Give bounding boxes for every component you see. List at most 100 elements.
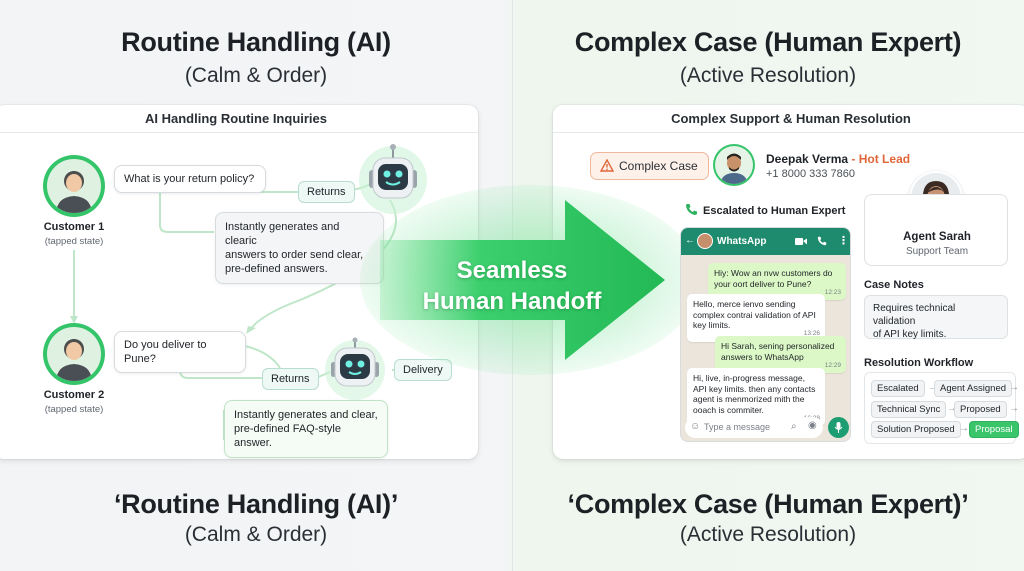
right-subtitle: (Active Resolution) bbox=[679, 64, 857, 87]
phone-icon bbox=[686, 204, 697, 215]
customer1-avatar[interactable] bbox=[43, 155, 105, 217]
more-icon[interactable]: ⋮ bbox=[838, 235, 849, 247]
message-line: your oort deliver to Pune? bbox=[714, 278, 812, 289]
right-bottom-title: ‘Complex Case (Human Expert)’ bbox=[567, 489, 969, 519]
delivery-tag: Delivery bbox=[394, 359, 452, 381]
workflow-step-proposal[interactable]: Proposal bbox=[969, 421, 1019, 438]
whatsapp-message: Hi Sarah, sening personalized answers to… bbox=[715, 336, 846, 373]
message-line: ooach is commiter. bbox=[693, 404, 764, 415]
complex-case-chip[interactable]: Complex Case bbox=[590, 152, 709, 180]
message-line: Hello, merce ienvo sending bbox=[693, 299, 796, 309]
person-icon bbox=[56, 339, 92, 381]
question1-answer-line bbox=[159, 193, 214, 233]
lead-phone: +1 8000 333 7860 bbox=[766, 168, 856, 180]
left-title: Routine Handling (AI) bbox=[121, 27, 391, 57]
workflow-box: Escalated → Agent Assigned → Technical S… bbox=[864, 372, 1019, 444]
workflow-step-escalated[interactable]: Escalated bbox=[871, 380, 925, 397]
whatsapp-window: ← WhatsApp ⋮ Hiy: Wow an nvw customers d… bbox=[680, 227, 851, 442]
camera-icon[interactable]: ◉ bbox=[808, 420, 817, 431]
case-notes-box: Requires technical validation of API key… bbox=[864, 295, 1008, 340]
answer1-line: Instantly generates and clearic bbox=[225, 221, 340, 247]
customer2-avatar[interactable] bbox=[43, 323, 105, 385]
emoji-icon[interactable]: ☺ bbox=[690, 421, 701, 432]
left-bottom-title: ‘Routine Handling (AI)’ bbox=[113, 489, 399, 519]
workflow-step-technical-sync[interactable]: Technical Sync bbox=[871, 401, 947, 418]
message-line: complex contrai validation of API bbox=[693, 309, 816, 320]
customer1-state: (tapped state) bbox=[44, 236, 104, 247]
step-arrow-icon: → bbox=[947, 403, 957, 414]
video-call-icon[interactable] bbox=[795, 237, 807, 246]
message-placeholder: Type a message bbox=[704, 422, 771, 432]
ai-bot-2 bbox=[322, 336, 388, 400]
handoff-line1: Seamless bbox=[456, 257, 568, 284]
person-icon bbox=[56, 171, 92, 213]
whatsapp-message: Hi, live, in-progress message, API key l… bbox=[687, 368, 825, 426]
mic-icon bbox=[834, 422, 843, 433]
lead-avatar[interactable] bbox=[713, 144, 755, 186]
whatsapp-title: WhatsApp bbox=[717, 236, 767, 247]
message-line: Hiy: Wow an nvw customers do bbox=[714, 268, 833, 278]
answer2-line: pre-defined FAQ-style answer. bbox=[234, 423, 341, 449]
complex-case-label: Complex Case bbox=[619, 159, 698, 173]
lead-name-text: Deepak Verma bbox=[766, 152, 849, 166]
step-arrow-icon: → bbox=[1009, 382, 1019, 393]
lead-separator: - bbox=[848, 152, 859, 166]
robot-icon bbox=[325, 337, 385, 400]
message-line: Hi Sarah, sening personalized bbox=[721, 341, 835, 351]
question1-bubble: What is your return policy? bbox=[114, 165, 266, 193]
agent-card[interactable]: Agent Sarah Support Team bbox=[864, 194, 1008, 266]
answer2-line: Instantly generates and clear, bbox=[234, 409, 378, 421]
answer1-line: pre-defined answers. bbox=[225, 263, 328, 275]
warning-icon bbox=[600, 159, 614, 172]
message-input[interactable]: ☺ Type a message ⌕ ◉ bbox=[685, 417, 823, 438]
hot-lead-badge: Hot Lead bbox=[858, 152, 911, 166]
case-note-line: Requires technical validation bbox=[873, 303, 956, 327]
person-icon bbox=[715, 146, 753, 184]
answer2-box: Instantly generates and clear, pre-defin… bbox=[224, 400, 388, 458]
whatsapp-message: Hiy: Wow an nvw customers do your oort d… bbox=[708, 263, 846, 300]
escalated-text: Escalated to Human Expert bbox=[703, 205, 846, 217]
step-arrow-icon: → bbox=[1009, 403, 1019, 414]
step-arrow-icon: → bbox=[959, 423, 969, 434]
escalated-label: Escalated to Human Expert bbox=[685, 203, 845, 217]
left-subtitle: (Calm & Order) bbox=[184, 64, 328, 87]
message-line: answers to WhatsApp bbox=[721, 351, 804, 362]
whatsapp-message: Hello, merce ienvo sending complex contr… bbox=[687, 294, 825, 342]
returns-tag-2: Returns bbox=[262, 368, 319, 390]
contact-avatar[interactable] bbox=[697, 233, 713, 249]
workflow-step-proposed[interactable]: Proposed bbox=[954, 401, 1007, 418]
answer1-line: answers to order send clear, bbox=[225, 249, 364, 261]
voice-call-icon[interactable] bbox=[817, 236, 827, 246]
workflow-step-solution-proposed[interactable]: Solution Proposed bbox=[871, 421, 961, 438]
agent-team: Support Team bbox=[905, 246, 969, 257]
customer-link-arrowhead bbox=[70, 316, 78, 324]
message-time: 13:26 bbox=[803, 330, 820, 337]
case-note-line: of API key limits. bbox=[873, 329, 947, 340]
question2-returns-line bbox=[244, 345, 281, 369]
attach-icon[interactable]: ⌕ bbox=[791, 421, 797, 432]
human-panel-header: Complex Support & Human Resolution bbox=[553, 105, 1024, 133]
right-bottom-subtitle: (Active Resolution) bbox=[679, 523, 857, 546]
agent-name: Agent Sarah bbox=[903, 231, 971, 243]
left-bottom-subtitle: (Calm & Order) bbox=[184, 523, 328, 546]
message-line: agent is menmorized mith the bbox=[693, 394, 805, 404]
message-line: key limits. bbox=[693, 320, 731, 330]
customer2-state: (tapped state) bbox=[44, 404, 104, 415]
curve-arrowhead bbox=[246, 326, 256, 334]
handoff-line2: Human Handoff bbox=[422, 288, 602, 315]
mic-button[interactable] bbox=[828, 417, 849, 438]
message-time: 12:23 bbox=[824, 288, 841, 296]
back-arrow-icon[interactable]: ← bbox=[685, 235, 695, 246]
customer1-name: Customer 1 bbox=[43, 221, 105, 233]
robot-icon bbox=[359, 144, 427, 214]
step-arrow-icon: → bbox=[928, 382, 938, 393]
ai-bot-1 bbox=[355, 140, 431, 216]
message-time: 12:29 bbox=[824, 361, 841, 369]
workflow-label: Resolution Workflow bbox=[864, 357, 974, 369]
right-title: Complex Case (Human Expert) bbox=[574, 27, 962, 57]
handoff-arrow bbox=[360, 185, 680, 375]
case-notes-label: Case Notes bbox=[864, 279, 924, 291]
workflow-step-agent-assigned[interactable]: Agent Assigned bbox=[934, 380, 1013, 397]
question2-bubble: Do you deliver to Pune? bbox=[114, 331, 246, 373]
returns-tag-1: Returns bbox=[298, 181, 355, 203]
